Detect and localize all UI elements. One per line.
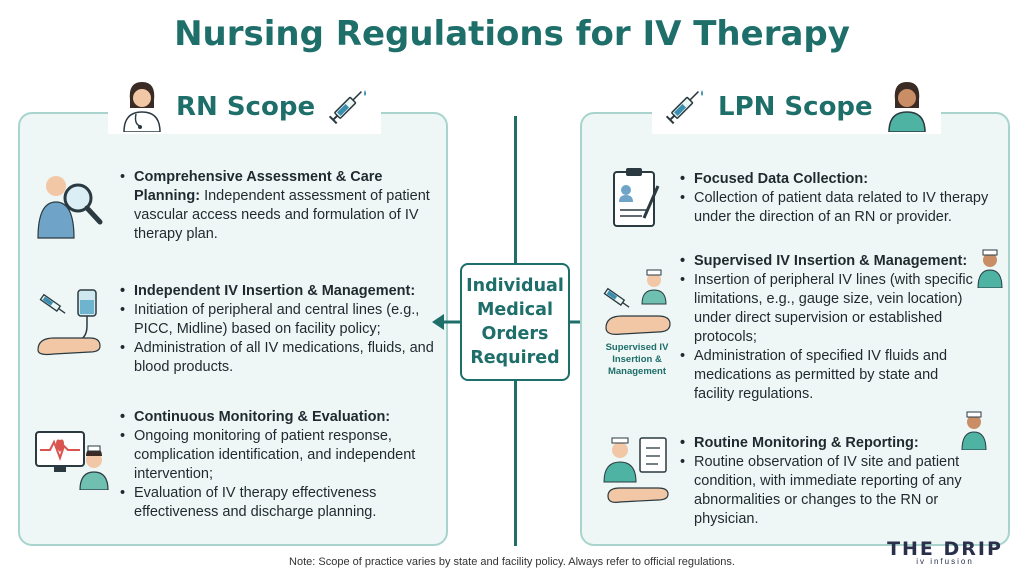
center-line-3: Orders [481, 324, 549, 344]
syringe-icon [325, 82, 371, 133]
rn-nurse-avatar-icon [118, 78, 166, 137]
syringe-icon [662, 82, 708, 133]
lpn-nurse-avatar-icon [883, 78, 931, 137]
rn-panel-header: RN Scope [108, 78, 382, 137]
nurse-checklist-icon [600, 434, 676, 509]
left-arrow-icon [432, 314, 462, 330]
monitor-nurse-icon [34, 426, 110, 495]
center-line-4: Required [470, 348, 560, 368]
page-title: Nursing Regulations for IV Therapy [174, 14, 850, 54]
rn-monitoring-bullet-2: Evaluation of IV therapy effectiveness e… [120, 484, 442, 522]
lpn-insertion-caption: Supervised IV Insertion & Management [605, 342, 669, 377]
rn-insertion-bullet-1: Initiation of peripheral and central lin… [120, 301, 442, 339]
lpn-section-monitoring: Routine Monitoring & Reporting: Routine … [680, 434, 990, 529]
lpn-section-data-collection: Focused Data Collection: Collection of p… [680, 170, 1006, 227]
rn-scope-heading: RN Scope [176, 92, 316, 122]
lpn-scope-heading: LPN Scope [718, 92, 873, 122]
center-line-2: Medical [477, 300, 553, 320]
logo-sub-text: iv infusion [916, 557, 974, 566]
syringe-arm-icon [602, 264, 674, 349]
rn-insertion-bullet-2: Administration of all IV medications, fl… [120, 339, 442, 377]
rn-scope-panel: RN Scope Comprehensive Assess [18, 80, 448, 546]
rn-section-monitoring: Continuous Monitoring & Evaluation: Ongo… [120, 408, 442, 522]
iv-bag-arm-icon [34, 286, 106, 363]
rn-section-assessment: Comprehensive Assessment & Care Planning… [120, 168, 442, 244]
lpn-monitoring-bullet-1: Routine observation of IV site and patie… [680, 453, 990, 529]
lpn-scope-panel: LPN Scope Focused Data Collection: Colle… [580, 80, 1010, 546]
logo-main-text: THE DRIP [887, 538, 1003, 560]
center-line-1: Individual [466, 276, 564, 296]
rn-assessment-lead: Independent assessment of patient vascul… [134, 188, 430, 242]
clipboard-icon [610, 166, 666, 235]
rn-assessment-title: Comprehensive Assessment & Care Planning… [134, 169, 383, 204]
lpn-insertion-title: Supervised IV Insertion & Management: [680, 252, 976, 271]
lpn-insertion-bullet-2: Administration of specified IV fluids an… [680, 347, 976, 404]
lpn-data-bullet-1: Collection of patient data related to IV… [680, 189, 1006, 227]
lpn-monitoring-title: Routine Monitoring & Reporting: [680, 434, 990, 453]
the-drip-logo: THE DRIP iv infusion [880, 538, 1010, 566]
rn-monitoring-title: Continuous Monitoring & Evaluation: [120, 408, 442, 427]
lpn-panel-header: LPN Scope [652, 80, 941, 134]
rn-insertion-title: Independent IV Insertion & Management: [120, 282, 442, 301]
individual-orders-box: Individual Medical Orders Required [460, 263, 570, 381]
rn-assessment-text: Comprehensive Assessment & Care Planning… [120, 168, 442, 244]
patient-magnifier-icon [34, 168, 106, 245]
lpn-insertion-bullet-1: Insertion of peripheral IV lines (with s… [680, 271, 976, 347]
lpn-section-insertion: Supervised IV Insertion & Management: In… [680, 252, 976, 404]
lpn-data-title: Focused Data Collection: [680, 170, 1006, 189]
rn-section-insertion: Independent IV Insertion & Management: I… [120, 282, 442, 377]
rn-monitoring-bullet-1: Ongoing monitoring of patient response, … [120, 427, 442, 484]
nurse-small-icon [958, 410, 990, 455]
nurse-small-icon [974, 248, 1006, 293]
footnote: Note: Scope of practice varies by state … [289, 556, 735, 568]
